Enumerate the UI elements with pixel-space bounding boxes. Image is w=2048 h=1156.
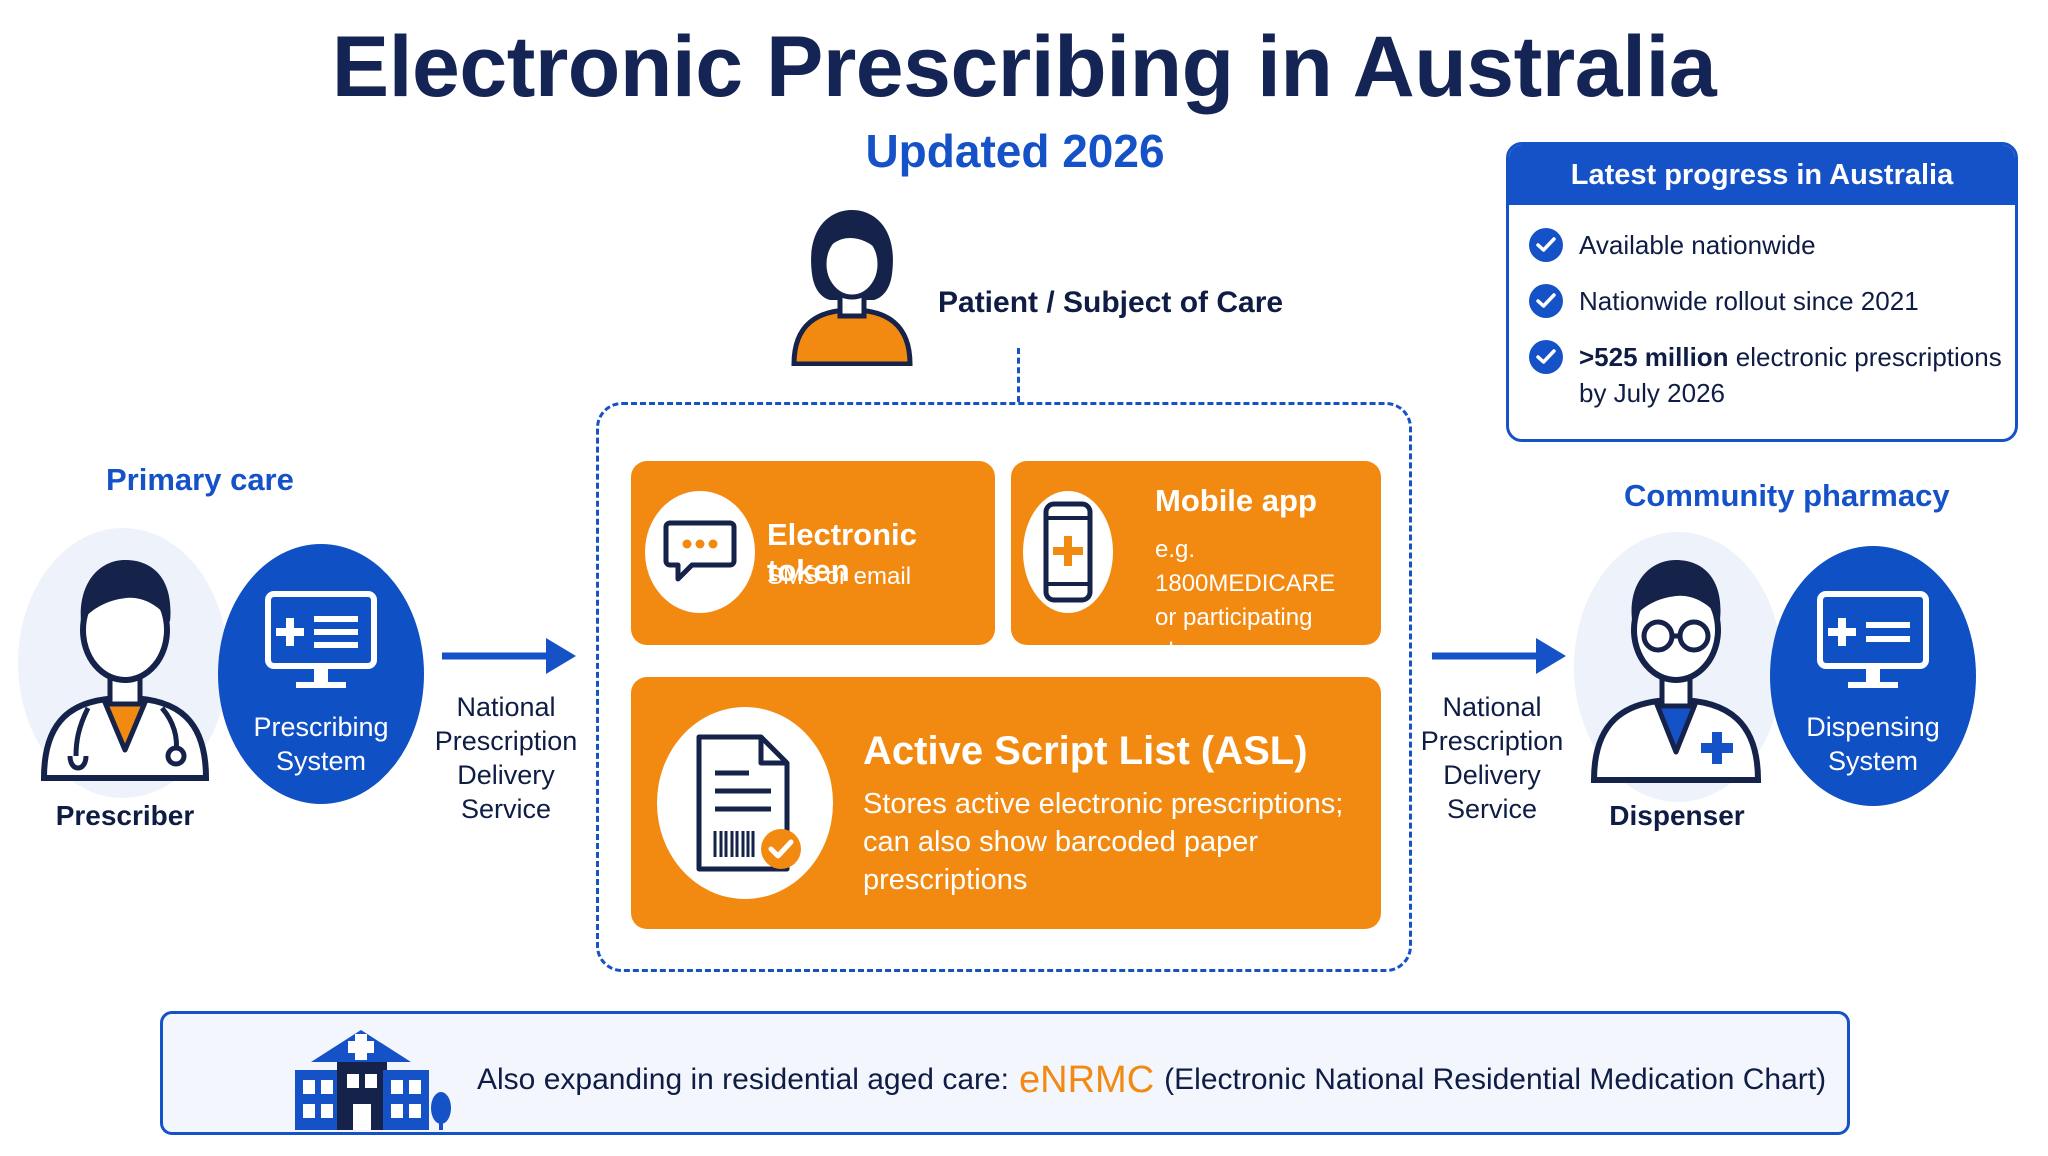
aged-care-text: Also expanding in residential aged care:…	[477, 1056, 1827, 1101]
aged-care-building-icon	[291, 1022, 453, 1132]
prescribing-system-line: System	[275, 746, 367, 776]
patient-connector	[1017, 348, 1020, 402]
pharmacist-icon	[1586, 542, 1766, 784]
aged-care-banner: Also expanding in residential aged care:…	[160, 1011, 1850, 1135]
mobile-app-title: Mobile app	[1155, 483, 1317, 518]
progress-item-highlight: >525 million	[1579, 342, 1729, 372]
enrmc-highlight: eNRMC	[1019, 1059, 1155, 1101]
electronic-token-card: Electronic token SMS or email	[631, 461, 995, 645]
npds-line: Delivery	[457, 760, 555, 790]
mobile-app-line: e.g. 1800MEDICARE	[1155, 536, 1336, 597]
patient-label: Patient / Subject of Care	[938, 286, 1284, 319]
dispensing-system-line: Dispensing	[1806, 712, 1940, 742]
mobile-app-line: pharmacy apps	[1155, 638, 1320, 665]
arrow-right-icon	[438, 634, 578, 678]
arrow-right-icon	[1428, 634, 1568, 678]
prescription-access-container: Electronic token SMS or email Mobile app…	[596, 402, 1412, 972]
mobile-app-line: or participating	[1155, 604, 1313, 631]
npds-line: Delivery	[1443, 760, 1541, 790]
chat-bubble-icon	[645, 491, 755, 613]
asl-title: Active Script List (ASL)	[863, 729, 1308, 773]
dispenser-label: Dispenser	[1609, 800, 1745, 831]
electronic-token-title: Electronic token	[767, 517, 917, 588]
npds-left-label: National Prescription Delivery Service	[424, 690, 588, 826]
progress-item-text: Nationwide rollout since 2021	[1579, 286, 1919, 316]
npds-line: Service	[460, 794, 552, 824]
phone-icon	[1023, 491, 1113, 613]
progress-item-rest: electronic prescriptions	[1728, 342, 2002, 372]
monitor-icon	[264, 590, 378, 700]
progress-item-text: >525 million electronic prescriptions by…	[1579, 339, 2002, 411]
npds-line: Prescription	[434, 726, 578, 756]
npds-line: Service	[1446, 794, 1538, 824]
dispensing-system-line: System	[1827, 746, 1919, 776]
progress-panel: Latest progress in Australia Available n…	[1506, 142, 2018, 442]
progress-item: Nationwide rollout since 2021	[1529, 283, 1919, 319]
npds-line: Prescription	[1420, 726, 1564, 756]
npds-line: National	[1442, 692, 1542, 722]
monitor-icon	[1816, 590, 1930, 700]
progress-item-rest-line2: by July 2026	[1579, 378, 1725, 408]
progress-panel-heading: Latest progress in Australia	[1509, 145, 2015, 205]
asl-line: Stores active electronic prescriptions;	[863, 788, 1344, 820]
mobile-app-card: Mobile app e.g. 1800MEDICARE or particip…	[1011, 461, 1381, 665]
prescribing-system-line: Prescribing	[253, 712, 389, 742]
doctor-icon	[36, 542, 214, 782]
prescriber-label: Prescriber	[55, 800, 195, 831]
electronic-token-text: SMS or email	[767, 563, 912, 590]
community-pharmacy-label: Community pharmacy	[1624, 478, 1950, 513]
active-script-list-card: Active Script List (ASL) Stores active e…	[631, 677, 1381, 929]
check-icon	[1529, 228, 1563, 262]
patient-icon	[782, 206, 922, 367]
prescribing-system-label: Prescribing System	[218, 710, 424, 778]
asl-text: Stores active electronic prescriptions; …	[863, 785, 1343, 899]
npds-right-label: National Prescription Delivery Service	[1410, 690, 1574, 826]
dispensing-system-label: Dispensing System	[1770, 710, 1976, 778]
document-barcode-icon	[657, 707, 833, 899]
aged-care-prefix: Also expanding in residential aged care:	[477, 1063, 1010, 1096]
check-icon	[1529, 340, 1563, 374]
asl-line: can also show barcoded paper	[863, 826, 1258, 858]
progress-item: >525 million electronic prescriptions by…	[1529, 339, 2002, 411]
npds-line: National	[456, 692, 556, 722]
progress-item: Available nationwide	[1529, 227, 1816, 263]
asl-line: prescriptions	[863, 864, 1028, 896]
page-subtitle: Updated 2026	[865, 125, 1165, 177]
check-icon	[1529, 284, 1563, 318]
primary-care-label: Primary care	[106, 462, 294, 497]
aged-care-suffix: (Electronic National Residential Medicat…	[1164, 1063, 1827, 1096]
progress-item-text: Available nationwide	[1579, 230, 1816, 260]
mobile-app-text: e.g. 1800MEDICARE or participating pharm…	[1155, 533, 1381, 669]
page-title: Electronic Prescribing in Australia	[331, 19, 1717, 115]
